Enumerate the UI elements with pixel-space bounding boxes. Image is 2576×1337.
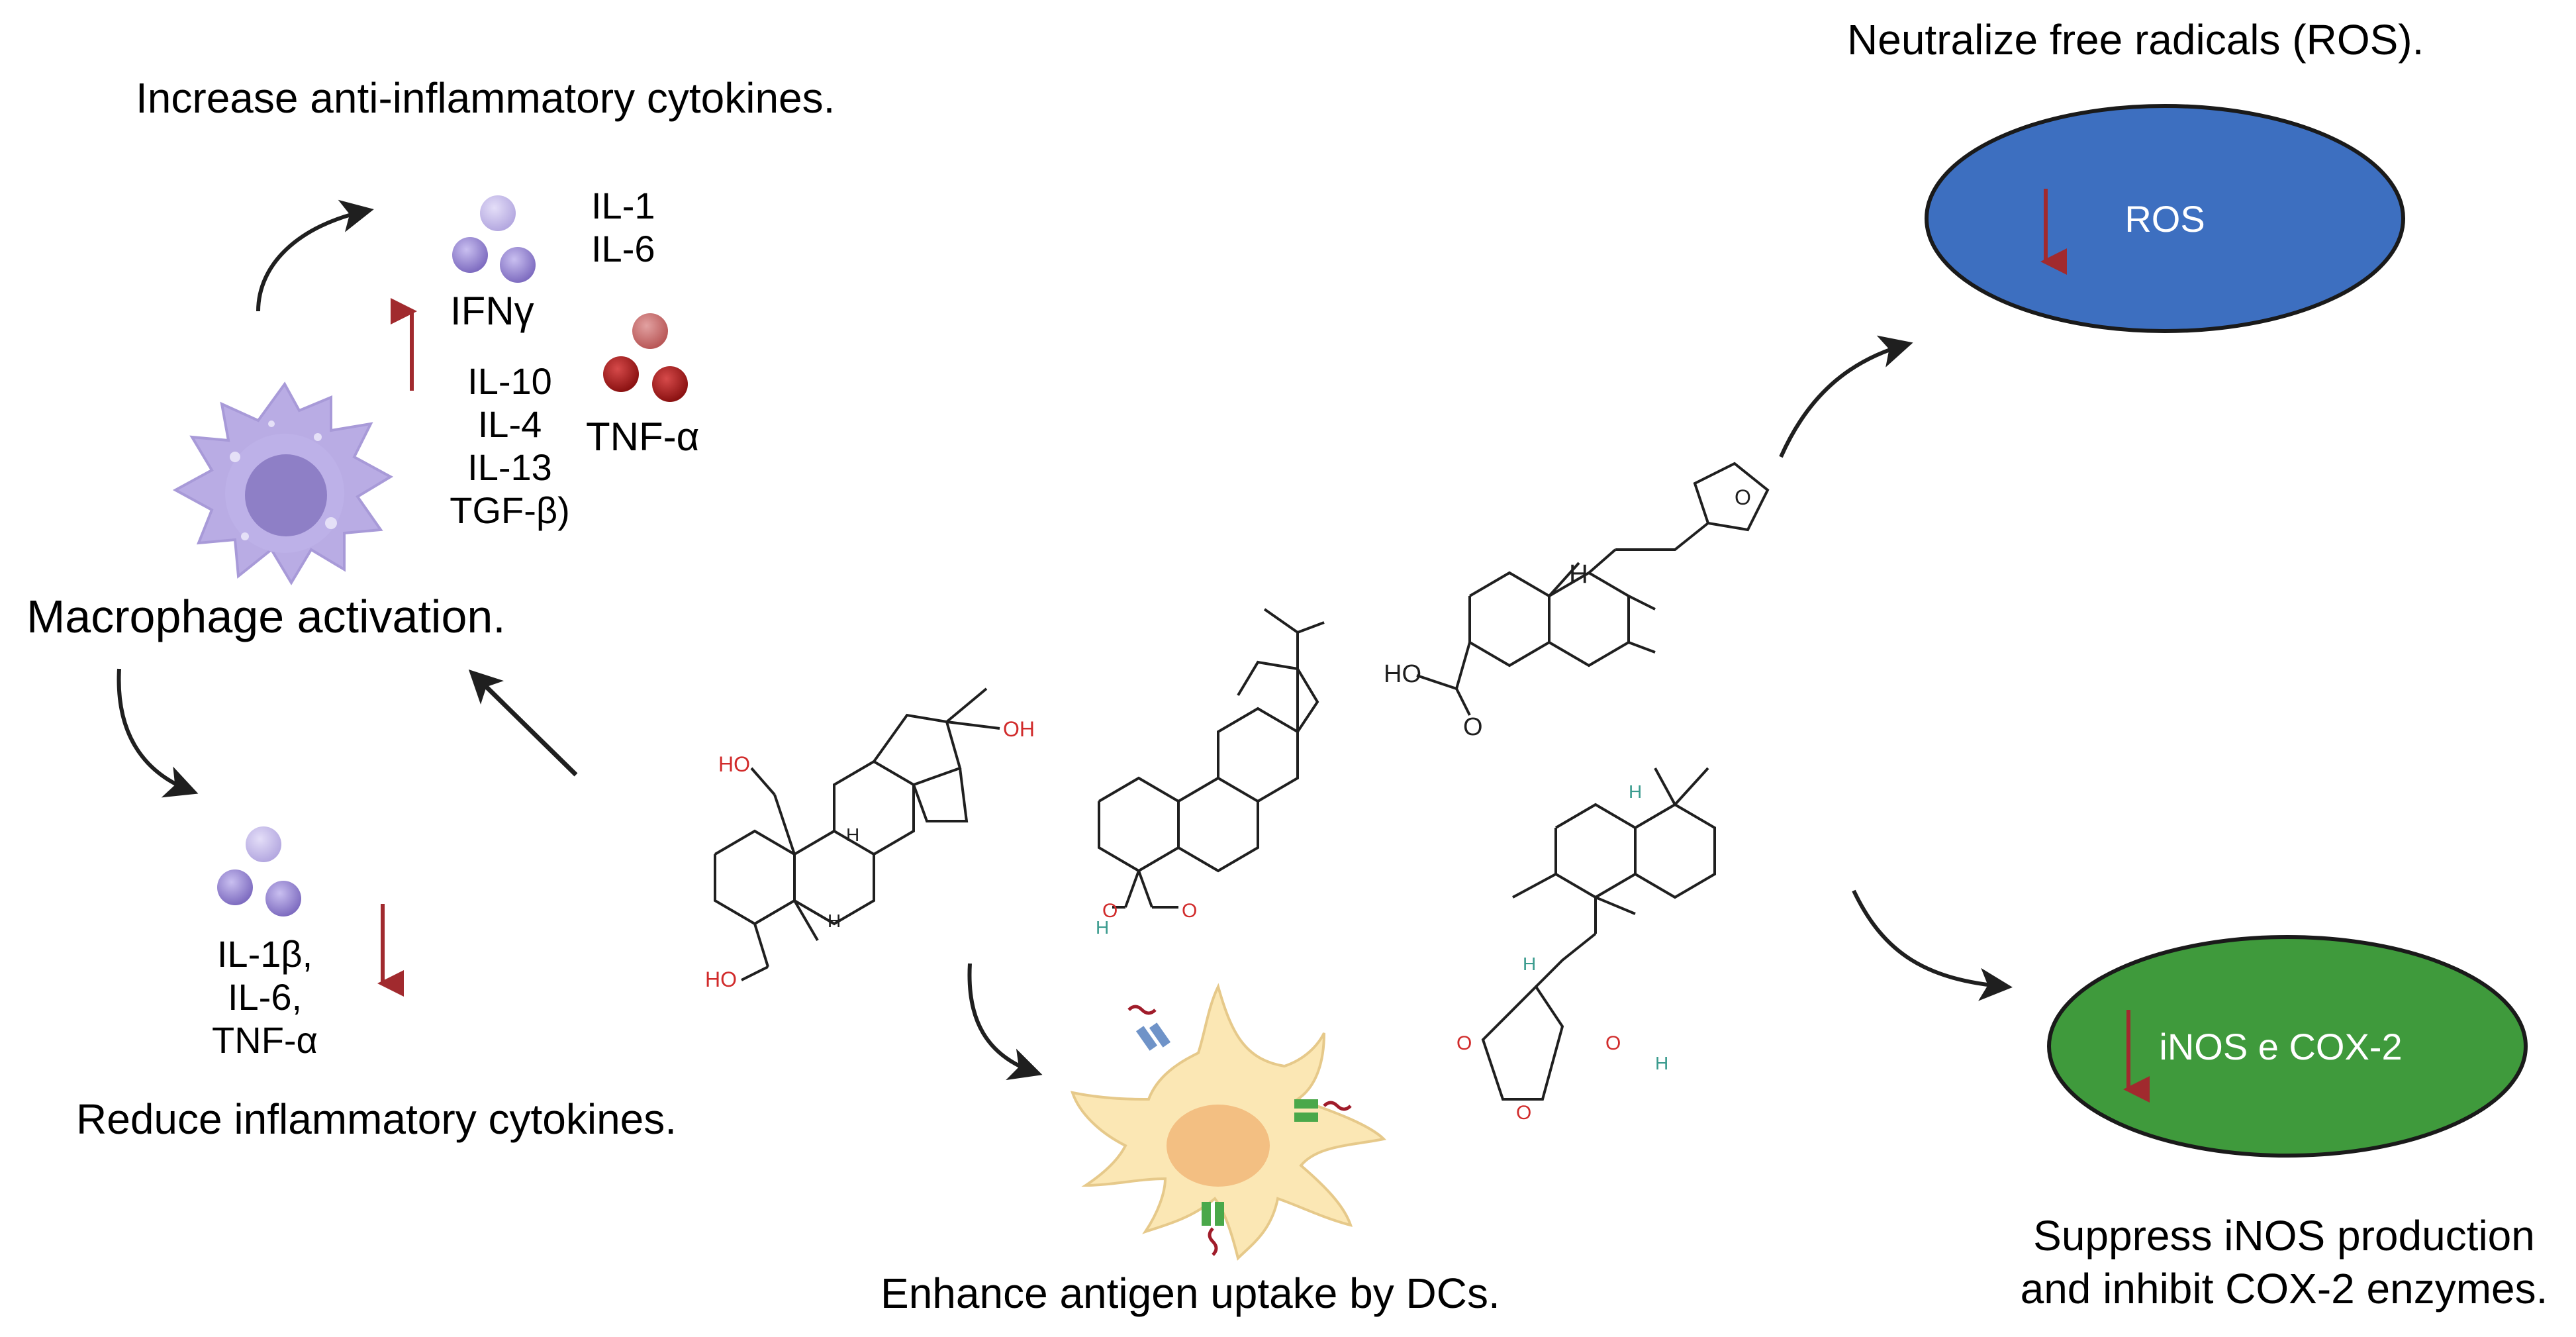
label-il1b: IL-1β,	[217, 933, 312, 975]
caption-suppress-inos-line2: and inhibit COX-2 enzymes.	[2021, 1265, 2548, 1312]
label-il10: IL-10	[467, 360, 552, 402]
arrow-macrophage-to-cytokines	[256, 199, 374, 312]
ros-label: ROS	[2124, 198, 2205, 240]
atom-ho-2: HO	[705, 967, 737, 991]
inos-label: iNOS e COX-2	[2159, 1026, 2402, 1067]
atom-o-furan: O	[1735, 485, 1751, 509]
label-tnfa-reduced: TNF-α	[212, 1019, 318, 1061]
arrow-compounds-to-macrophage	[468, 669, 578, 777]
molecule-2	[1098, 608, 1325, 909]
inos-ellipse: iNOS e COX-2	[2047, 935, 2528, 1158]
atom-h-1b: H	[828, 911, 841, 931]
caption-reduce-inflammatory: Reduce inflammatory cytokines.	[76, 1095, 677, 1143]
tnfa-particles	[603, 313, 688, 402]
label-ifng: IFNγ	[450, 289, 534, 333]
atom-o-4a: O	[1456, 1032, 1472, 1054]
atom-o-2a: O	[1102, 900, 1118, 922]
label-il1: IL-1	[591, 185, 655, 226]
anti-inflammatory-list: IL-10 IL-4 IL-13 TGF-β)	[450, 360, 569, 531]
caption-suppress-inos-line1: Suppress iNOS production	[2033, 1212, 2535, 1260]
atom-h-1a: H	[846, 824, 859, 845]
reduced-cytokine-list: IL-1β, IL-6, TNF-α	[212, 933, 318, 1061]
label-il13: IL-13	[467, 446, 552, 488]
caption-enhance-antigen-uptake: Enhance antigen uptake by DCs.	[881, 1269, 1500, 1317]
atom-o-3: O	[1463, 713, 1483, 741]
molecule-4	[1481, 767, 1716, 1101]
reduced-cytokine-particles	[217, 826, 301, 916]
atom-h-4c: H	[1655, 1053, 1668, 1073]
arrow-compounds-to-inos	[1852, 889, 2013, 1001]
atom-o-2b: O	[1182, 900, 1197, 922]
atom-h-3: H	[1569, 560, 1588, 589]
ros-ellipse: ROS	[1925, 104, 2405, 333]
caption-macrophage-activation: Macrophage activation.	[26, 591, 506, 642]
atom-h-4b: H	[1523, 954, 1536, 974]
label-tnfa-top: TNF-α	[586, 415, 699, 459]
label-tgfb: TGF-β)	[450, 489, 569, 531]
atom-o-4c: O	[1605, 1032, 1621, 1054]
dendritic-cell	[1071, 983, 1387, 1261]
label-il6-top: IL-6	[591, 228, 655, 270]
atom-h-2: H	[1096, 917, 1109, 938]
atom-oh-1: OH	[1003, 717, 1035, 741]
molecule-1	[714, 687, 1000, 981]
arrow-compounds-to-dc	[967, 963, 1043, 1081]
label-il4: IL-4	[478, 403, 542, 445]
caption-neutralize-ros: Neutralize free radicals (ROS).	[1847, 16, 2424, 64]
arrow-compounds-to-ros	[1779, 335, 1913, 458]
caption-increase-anti-inflammatory: Increase anti-inflammatory cytokines.	[136, 74, 835, 122]
atom-ho-1: HO	[718, 752, 750, 776]
atom-ho-3: HO	[1384, 660, 1421, 688]
ifng-particles	[452, 195, 536, 283]
molecule-3	[1416, 462, 1770, 716]
label-il6-reduced: IL-6,	[228, 976, 302, 1018]
atom-h-4a: H	[1629, 781, 1642, 802]
arrow-macrophage-to-reduced	[117, 668, 199, 798]
atom-o-4b: O	[1516, 1102, 1531, 1124]
macrophage-cell	[172, 381, 394, 585]
